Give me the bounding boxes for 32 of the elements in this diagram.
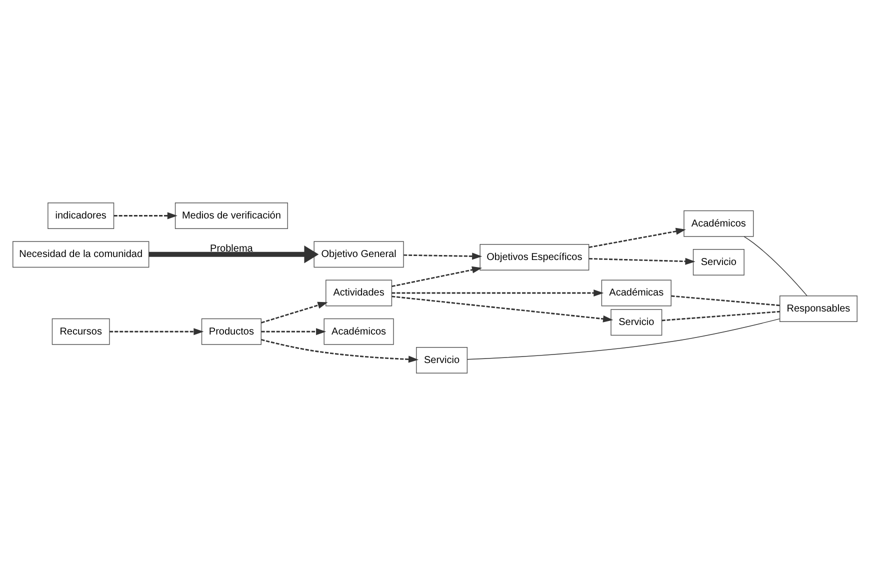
arrow <box>589 257 696 264</box>
arrow <box>261 301 328 323</box>
arrow <box>392 266 482 287</box>
node-box: Servicio <box>610 308 662 336</box>
node-box: Objetivo General <box>314 240 404 268</box>
node-box: indicadores <box>48 202 114 228</box>
arrow <box>114 212 178 219</box>
arrow <box>261 338 419 362</box>
node-box: Objetivos Específicos <box>480 244 590 270</box>
node-box: Actividades <box>326 279 392 306</box>
node-box: Medios de verificación <box>174 202 288 228</box>
arrow <box>404 252 482 260</box>
node-box: Necesidad de la comunidad <box>12 240 150 268</box>
node-box: Recursos <box>52 318 110 344</box>
node-box: Académicos <box>324 318 394 344</box>
node-box: Servicio <box>416 346 468 373</box>
edge-label: Problema <box>210 243 253 254</box>
connector <box>466 318 780 360</box>
node-box: Productos <box>201 318 262 344</box>
node-box: Académicas <box>601 279 672 306</box>
arrow <box>110 328 204 335</box>
connector <box>671 294 780 306</box>
connector <box>744 236 808 296</box>
node-box: Académicos <box>684 210 754 236</box>
connector <box>662 310 780 321</box>
arrow <box>392 289 604 296</box>
arrow <box>148 245 319 263</box>
node-box: Responsables <box>779 295 858 322</box>
arrow <box>588 227 686 248</box>
node-box: Servicio <box>692 248 744 275</box>
arrow <box>261 328 326 335</box>
arrow <box>392 295 614 322</box>
